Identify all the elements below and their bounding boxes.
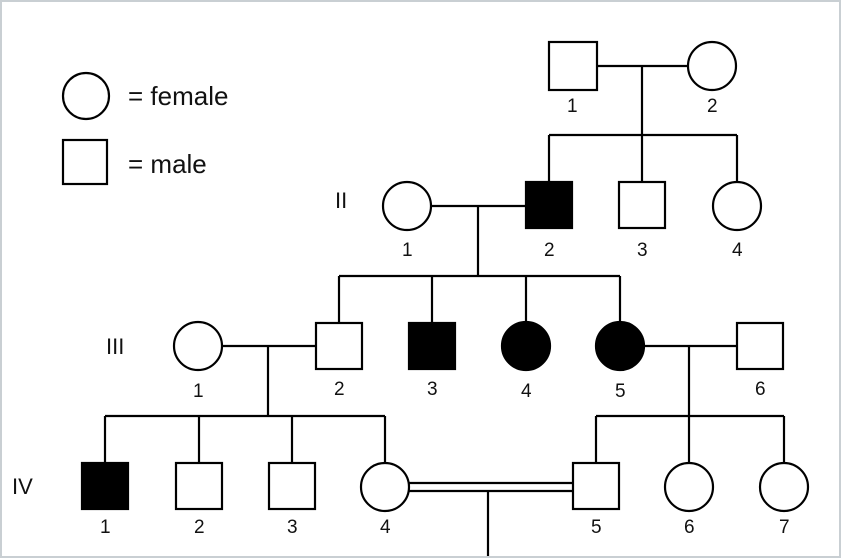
label-III-5: 5 xyxy=(615,381,626,402)
individual-IV-2 xyxy=(174,461,224,511)
individual-I-2 xyxy=(686,40,738,92)
individual-IV-3 xyxy=(267,461,317,511)
label-III-3: 3 xyxy=(427,379,438,400)
individual-II-3 xyxy=(617,180,667,230)
individual-III-5 xyxy=(594,320,646,372)
individual-IV-5 xyxy=(571,461,621,511)
generation-label-II: II xyxy=(335,188,347,213)
label-IV-5: 5 xyxy=(591,517,602,538)
label-II-4: 4 xyxy=(732,240,743,261)
individual-III-4 xyxy=(500,320,552,372)
legend-male-text: = male xyxy=(128,149,207,179)
label-III-4: 4 xyxy=(521,381,532,402)
individual-IV-1 xyxy=(80,461,130,511)
individual-III-6 xyxy=(735,321,785,371)
generation-label-III: III xyxy=(106,334,124,359)
label-III-6: 6 xyxy=(755,379,766,400)
label-IV-2: 2 xyxy=(194,517,205,538)
label-II-1: 1 xyxy=(402,240,413,261)
individual-IV-7 xyxy=(758,461,810,513)
label-IV-7: 7 xyxy=(779,517,790,538)
label-IV-6: 6 xyxy=(684,517,695,538)
individual-III-1 xyxy=(172,320,224,372)
legend-female-text: = female xyxy=(128,81,228,111)
individual-II-2 xyxy=(524,180,574,230)
individual-IV-4 xyxy=(359,461,411,513)
label-II-3: 3 xyxy=(637,240,648,261)
label-III-2: 2 xyxy=(334,379,345,400)
individual-II-1 xyxy=(381,180,433,232)
individual-IV-6 xyxy=(663,461,715,513)
label-IV-1: 1 xyxy=(100,517,111,538)
legend-male-symbol xyxy=(61,138,109,186)
individual-III-2 xyxy=(314,321,364,371)
label-IV-3: 3 xyxy=(287,517,298,538)
individual-I-1 xyxy=(547,40,599,92)
legend-female-symbol xyxy=(61,71,111,121)
label-II-2: 2 xyxy=(544,240,555,261)
generation-label-IV: IV xyxy=(12,474,33,499)
pedigree-lines xyxy=(103,64,786,556)
label-III-1: 1 xyxy=(193,381,204,402)
label-I-2: 2 xyxy=(707,96,718,117)
individual-II-4 xyxy=(711,180,763,232)
individual-III-3 xyxy=(407,321,457,371)
label-IV-4: 4 xyxy=(380,517,391,538)
label-I-1: 1 xyxy=(567,96,578,117)
